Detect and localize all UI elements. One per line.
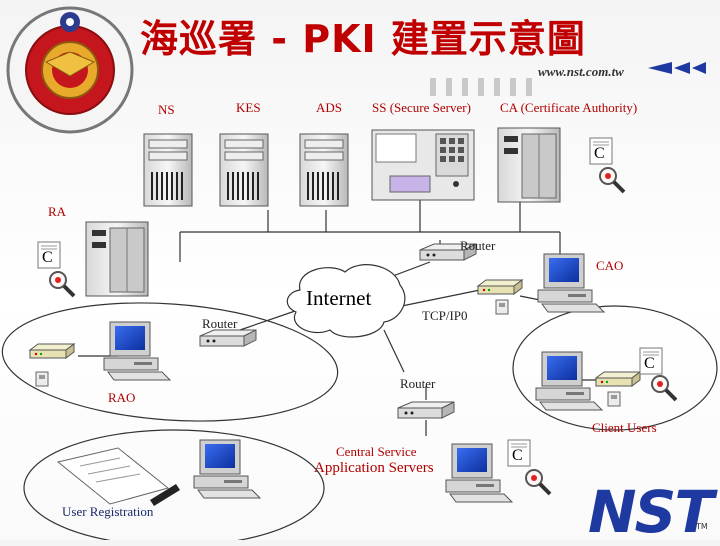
client-modem-icon (595, 371, 641, 387)
cert-letter-ra: C (42, 249, 53, 266)
client-workstation (535, 351, 603, 411)
ra-server (85, 221, 149, 297)
network-ellipses (1, 264, 718, 540)
ns-label: NS (158, 102, 175, 117)
rao-modem-icon (29, 343, 75, 359)
application-servers-label: Application Servers (314, 460, 434, 476)
router-mid-icon (397, 401, 455, 419)
cert-letter-client: C (644, 355, 655, 372)
cao-label: CAO (596, 258, 624, 273)
internet-cloud (286, 264, 406, 338)
cert-letter-app: C (512, 447, 523, 464)
page-title: 海巡署 - PKI 建置示意圖 (140, 17, 586, 61)
registration-form-icon (56, 447, 180, 506)
router-mid-label: Router (400, 376, 436, 391)
coast-guard-logo (6, 6, 134, 134)
cert-letter-ca: C (594, 145, 605, 162)
ra-label: RA (48, 204, 67, 219)
cao-modem-icon (477, 279, 523, 295)
magnifier-client-icon (650, 374, 678, 402)
rao-workstation (103, 321, 171, 381)
ads-label: ADS (316, 100, 343, 115)
rao-phone-icon (35, 371, 49, 387)
ads-server (299, 133, 349, 207)
client-phone-icon (607, 391, 621, 407)
internet-label: Internet (306, 286, 372, 310)
ca-server (497, 127, 561, 203)
kes-label: KES (236, 100, 261, 115)
router-left-label: Router (202, 316, 238, 331)
website-url: www.nst.com.tw (538, 64, 624, 79)
header-arrows (430, 62, 706, 96)
ns-server (143, 133, 193, 207)
client-users-label: Client Users (592, 420, 657, 435)
router-top-label: Router (460, 238, 496, 253)
kes-server (219, 133, 269, 207)
central-service-label: Central Service (336, 444, 417, 459)
cao-phone-icon (495, 299, 509, 315)
magnifier-app-icon (524, 468, 552, 496)
rao-label: RAO (108, 390, 136, 405)
cao-workstation (537, 253, 605, 313)
ca-label: CA (Certificate Authority) (500, 100, 638, 115)
user-registration-label: User Registration (62, 504, 154, 519)
magnifier-ca-icon (598, 166, 626, 194)
magnifier-ra-icon (48, 270, 76, 298)
app-workstation-2 (445, 443, 513, 503)
nst-logo: NST (588, 478, 714, 546)
app-workstation-1 (193, 439, 261, 499)
router-left-icon (199, 329, 257, 347)
ss-label: SS (Secure Server) (372, 100, 471, 115)
trademark-mark: TM (696, 522, 708, 531)
ss-server (371, 129, 475, 201)
tcpip-label: TCP/IP0 (422, 308, 468, 323)
